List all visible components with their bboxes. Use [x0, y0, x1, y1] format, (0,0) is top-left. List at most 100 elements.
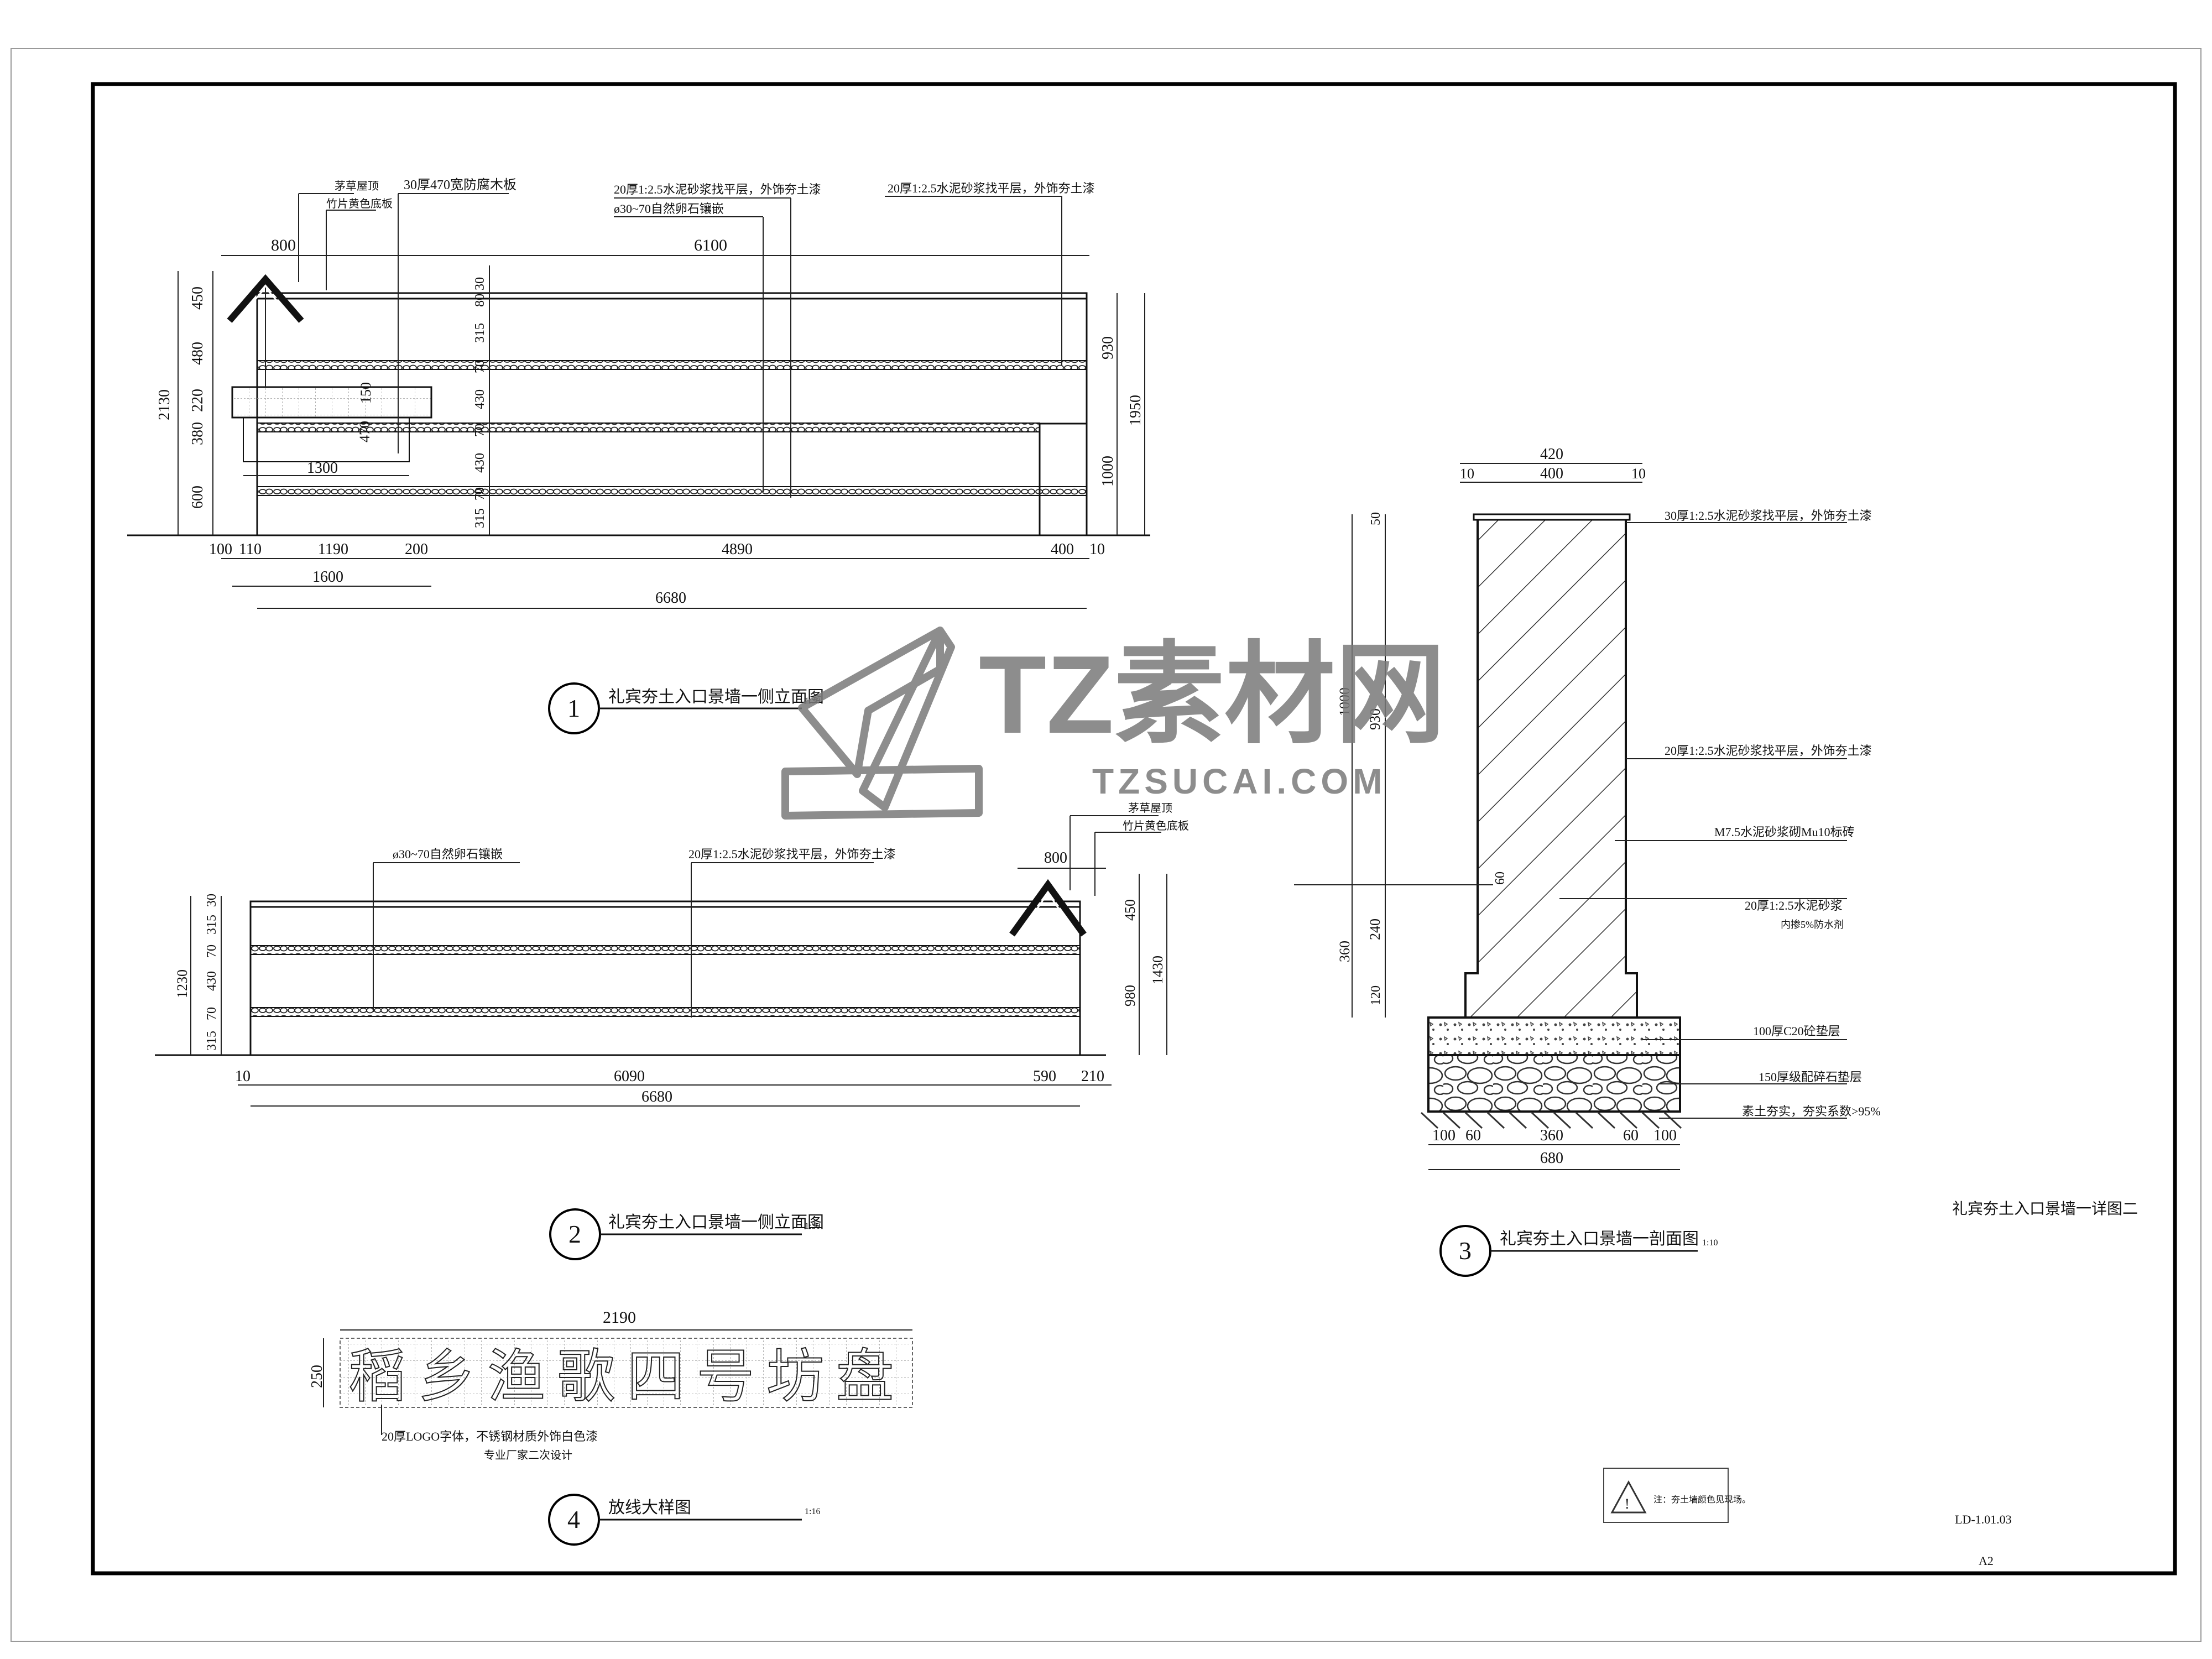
view3-notes: 30厚1:2.5水泥砂浆找平层，外饰夯土漆 20厚1:2.5水泥砂浆找平层，外饰…	[1559, 509, 1881, 1119]
drawing-title: 礼宾夯土入口景墙一详图二	[1952, 1200, 2138, 1218]
drawing-number: LD-1.01.03	[1955, 1512, 2012, 1526]
view3-dim-bottom-1: 60	[1465, 1127, 1481, 1144]
view3-concrete-pad	[1427, 1016, 1681, 1056]
view1-title: 礼宾夯土入口景墙一侧立面图	[608, 688, 824, 706]
view3-dim-top-0: 420	[1540, 446, 1563, 463]
view1-pebble-band-2	[257, 422, 1040, 432]
view4-note-0: 20厚LOGO字体，不锈钢材质外饰白色漆	[382, 1430, 598, 1443]
view3-dim-bottom-0: 100	[1432, 1127, 1455, 1144]
view1-note-2: 30厚470宽防腐木板	[404, 178, 517, 192]
view4-note-1: 专业厂家二次设计	[484, 1449, 572, 1462]
view2-note-1: 竹片黄色底板	[1123, 820, 1189, 832]
legend-note: ! 注：夯土墙颜色见现场。	[1603, 1468, 1751, 1523]
view3-dim-bottom-2: 360	[1540, 1127, 1563, 1144]
view1-pebble-band-1	[257, 360, 1087, 370]
view3-soil	[1420, 1112, 1682, 1129]
view3-dim-left-1: 930	[1367, 708, 1383, 730]
view3-note-7: 素土夯实，夯实系数>95%	[1742, 1104, 1881, 1118]
view1-dim-bottom-1: 110	[239, 541, 262, 558]
view3-note-6: 150厚级配碎石垫层	[1759, 1070, 1862, 1084]
view3-note-2: M7.5水泥砂浆砌Mu10标砖	[1714, 825, 1855, 839]
view3-dim-bottom-3: 60	[1623, 1127, 1639, 1144]
view2-dim-left-2: 70	[205, 945, 219, 958]
view2-thatch-roof	[1009, 879, 1087, 937]
view2-note-3: 20厚1:2.5水泥砂浆找平层，外饰夯土漆	[688, 847, 896, 861]
sheet-trim-border	[11, 48, 2201, 1642]
view3-dim-left-3: 240	[1367, 919, 1383, 940]
view2-dim-left-6: 1230	[174, 969, 190, 998]
view1-note-3: 20厚1:2.5水泥砂浆找平层，外饰夯土漆	[614, 182, 821, 196]
view3-note-3: 20厚1:2.5水泥砂浆	[1745, 899, 1843, 912]
view1-dim-mid-4: 430	[473, 389, 487, 409]
view3-dim-top-3: 10	[1631, 466, 1646, 482]
view1-dim-left-5: 2130	[156, 389, 173, 420]
view2-dim-bottom-3: 210	[1081, 1068, 1104, 1085]
view1-dim-bottom-1600: 1600	[312, 568, 343, 586]
view3-title: 礼宾夯土入口景墙一剖面图	[1500, 1230, 1699, 1248]
view2-thatch-roof-inner	[1016, 891, 1079, 937]
view1-note-5: 20厚1:2.5水泥砂浆找平层，外饰夯土漆	[888, 181, 1095, 195]
view1-dim-right-1: 1000	[1099, 456, 1117, 487]
view1-note-1: 竹片黄色底板	[326, 197, 393, 210]
view1-note-4: ø30~70自然卵石镶嵌	[614, 202, 724, 216]
view2-dim-bottom-0: 10	[235, 1068, 251, 1085]
watermark-brand: TZ素材网	[979, 633, 1446, 757]
view1-dim-bottom-5: 400	[1051, 541, 1074, 558]
view3-dim-top-1: 10	[1460, 466, 1474, 482]
view2-dim-left-5: 315	[205, 1031, 219, 1051]
view3-dim-bottom-total: 680	[1540, 1150, 1563, 1167]
view1-dim-left-4: 600	[189, 486, 206, 509]
view1-dim-inner-0: 150	[358, 382, 374, 404]
view2-dim-bottom-2: 590	[1033, 1068, 1056, 1085]
watermark-logo-icon	[781, 627, 983, 820]
view2-title: 礼宾夯土入口景墙一侧立面图	[608, 1213, 824, 1232]
view1-dim-bottom-6: 10	[1089, 541, 1105, 558]
view1-dim-left-3: 380	[189, 422, 206, 445]
view3-note-4: 内掺5%防水剂	[1781, 919, 1844, 930]
view3-dim-top-2: 400	[1540, 465, 1563, 482]
view3-wall-body	[1464, 517, 1638, 1019]
view4-title: 放线大样图	[608, 1499, 691, 1517]
view3-note-0: 30厚1:2.5水泥砂浆找平层，外饰夯土漆	[1665, 509, 1872, 523]
view4-number: 4	[567, 1505, 580, 1533]
view2-dim-bottom-total: 6680	[641, 1088, 672, 1105]
view2-note-2: ø30~70自然卵石镶嵌	[393, 847, 503, 861]
view3-scale: 1:10	[1702, 1238, 1718, 1248]
view1-dim-mid-2: 315	[473, 323, 487, 343]
view1-signboard	[231, 386, 432, 419]
view1-pebble-band-3	[257, 486, 1087, 496]
view1-dim-mid-6: 430	[473, 453, 487, 473]
view3-dim-inner: 60	[1493, 872, 1507, 885]
view3-cap	[1473, 513, 1631, 521]
view2-number: 2	[568, 1220, 581, 1248]
view1-signboard-shadow	[243, 417, 410, 462]
view3-note-5: 100厚C20砼垫层	[1753, 1024, 1840, 1038]
view3-dim-bottom-4: 100	[1653, 1127, 1677, 1144]
view1-note-0: 茅草屋顶	[335, 180, 379, 192]
view1-dim-mid-5: 70	[473, 424, 487, 437]
paper-size: A2	[1979, 1554, 1994, 1568]
view4-logo-text: 稻乡渔歌四号坊盘	[348, 1343, 906, 1410]
view2-pebble-band-2	[250, 1007, 1081, 1017]
view2-dim-left-1: 315	[205, 915, 219, 935]
view3-note-1: 20厚1:2.5水泥砂浆找平层，外饰夯土漆	[1665, 744, 1872, 758]
view2-dim-right-2: 1430	[1150, 956, 1166, 984]
view1-dim-bottom-4: 4890	[722, 541, 753, 558]
view2-dim-left-0: 30	[205, 894, 219, 907]
warning-mark: !	[1625, 1496, 1630, 1512]
view1-dim-mid-7: 70	[473, 487, 487, 500]
view1-dim-bottom-6680: 6680	[655, 589, 686, 607]
view1-top-cap	[256, 292, 1088, 300]
view1-notes: 茅草屋顶 竹片黄色底板 30厚470宽防腐木板 20厚1:2.5水泥砂浆找平层，…	[298, 178, 1095, 498]
view1-dim-bottom-3: 200	[405, 541, 428, 558]
watermark-url: TZSUCAI.COM	[1092, 761, 1386, 801]
view2-elevation: 茅草屋顶 竹片黄色底板 ø30~70自然卵石镶嵌 20厚1:2.5水泥砂浆找平层…	[155, 802, 1189, 1260]
view1-dim-left-0: 450	[189, 286, 206, 310]
view2-dim-left-3: 430	[205, 971, 219, 991]
view1-dim-inner-2: 1300	[307, 460, 338, 477]
view1-dim-left-1: 480	[189, 342, 206, 365]
view1-dim-mid-3: 70	[473, 360, 487, 373]
view4-logo-grid	[340, 1338, 913, 1408]
watermark: TZ素材网 TZSUCAI.COM	[781, 627, 1446, 820]
